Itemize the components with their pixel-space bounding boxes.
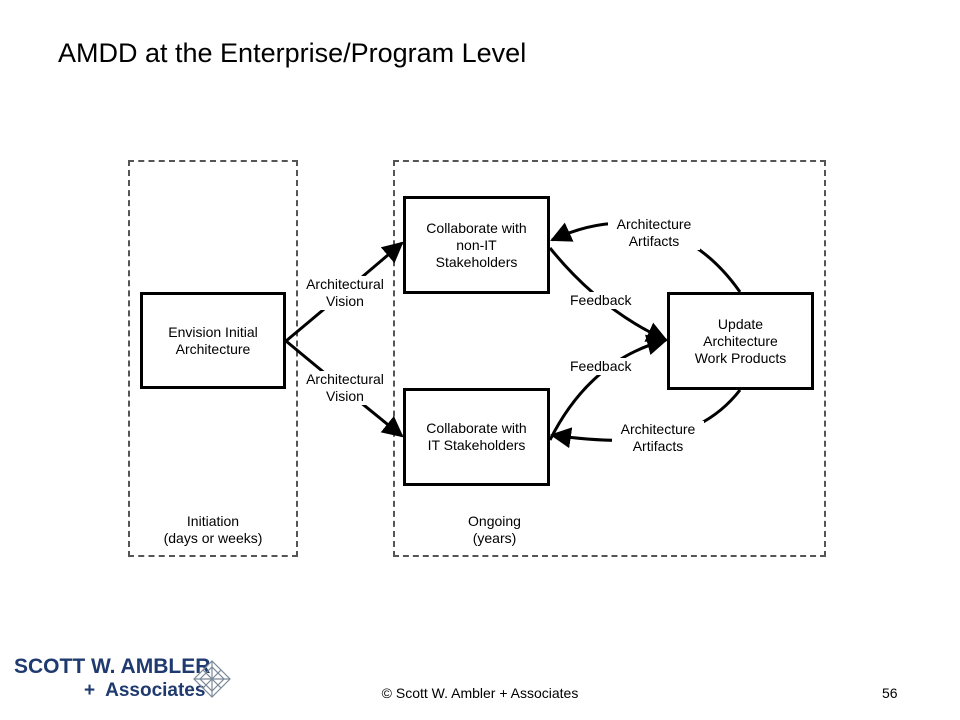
feedback-arrow-bottom [548, 334, 669, 441]
ongoing-zone-label: Ongoing (years) [468, 513, 521, 546]
logo-associates: +Associates [84, 680, 206, 701]
copyright-text: © Scott W. Ambler + Associates [381, 685, 579, 701]
artifacts-label-bottom: Architecture Artifacts [612, 421, 704, 455]
initiation-zone-label: Initiation (days or weeks) [163, 513, 263, 546]
collaborate-non-it-box: Collaborate with non-IT Stakeholders [403, 196, 550, 294]
feedback-label-top: Feedback [570, 292, 632, 309]
page-title: AMDD at the Enterprise/Program Level [58, 38, 527, 68]
collaborate-it-box: Collaborate with IT Stakeholders [403, 388, 550, 486]
artifacts-label-top: Architecture Artifacts [608, 216, 700, 250]
logo-lattice-icon [193, 660, 231, 698]
company-logo: SCOTT W. AMBLER +Associates [14, 655, 231, 705]
feedback-label-bottom: Feedback [570, 358, 632, 375]
page-number: 56 [882, 685, 898, 701]
logo-name: SCOTT W. AMBLER [14, 655, 211, 678]
initiation-zone: Initiation (days or weeks) [128, 160, 298, 557]
vision-label-top: Architectural Vision [298, 276, 392, 310]
ongoing-zone: Ongoing (years) [393, 160, 826, 557]
vision-label-bottom: Architectural Vision [298, 371, 392, 405]
update-architecture-box: Update Architecture Work Products [667, 292, 814, 390]
envision-initial-architecture-box: Envision Initial Architecture [140, 292, 286, 389]
